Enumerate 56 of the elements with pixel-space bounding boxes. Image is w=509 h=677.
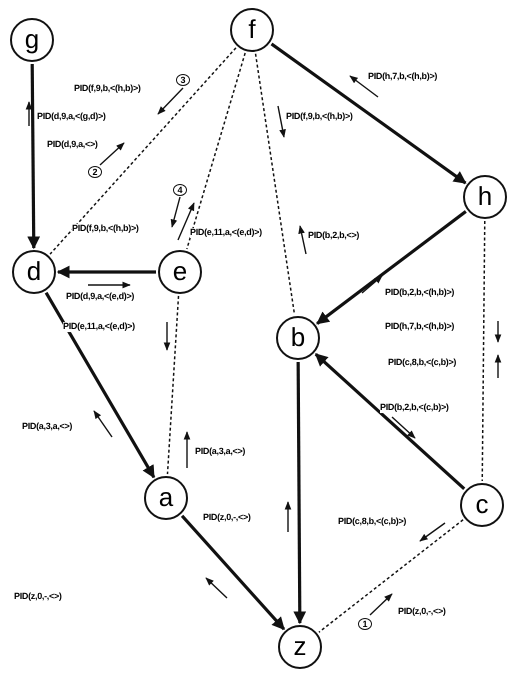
arrow bbox=[270, 42, 467, 184]
message-label: PID(b,2,b,<(c,b)>) bbox=[380, 403, 449, 413]
dashed-connector bbox=[50, 47, 236, 255]
message-label: PID(z,0,-,<>) bbox=[14, 592, 62, 602]
node-label: h bbox=[478, 182, 492, 208]
dashed-connector bbox=[186, 52, 246, 250]
message-label: PID(e,11,a,<(e,d)>) bbox=[63, 322, 135, 332]
node-label: e bbox=[172, 258, 188, 284]
message-label: PID(c,8,b,<(c,b)>) bbox=[338, 517, 406, 527]
dashed-connector bbox=[166, 296, 180, 474]
callout-number: 3 bbox=[176, 74, 190, 86]
message-label: PID(d,9,a,<>) bbox=[47, 140, 98, 150]
message-label: PID(f,9,b,<(h,b)>) bbox=[74, 84, 141, 94]
message-label: PID(z,0,-,<>) bbox=[203, 513, 251, 523]
message-label: PID(z,0,-,<>) bbox=[398, 607, 446, 617]
node-label: f bbox=[248, 16, 256, 42]
message-label: PID(f,9,b,<(h,b)>) bbox=[286, 112, 353, 122]
message-label: PID(d,9,a,<(e,d)>) bbox=[66, 292, 134, 302]
arrow bbox=[44, 292, 156, 478]
message-label: PID(e,11,a,<(e,d)>) bbox=[190, 228, 262, 238]
message-label: PID(b,2,b,<>) bbox=[308, 231, 360, 241]
arrow bbox=[27, 64, 40, 250]
state-circle bbox=[158, 250, 202, 294]
state-circle bbox=[276, 316, 320, 360]
dashed-connector bbox=[254, 54, 296, 314]
callout-number: 4 bbox=[173, 184, 187, 196]
arrow bbox=[293, 362, 306, 624]
message-label: PID(d,9,a,<(g,d)>) bbox=[37, 112, 106, 122]
node-label: c bbox=[476, 490, 488, 516]
node-label: d bbox=[26, 258, 42, 284]
callout-number: 1 bbox=[358, 618, 372, 630]
node-label: z bbox=[294, 632, 306, 658]
arrow bbox=[180, 514, 286, 630]
message-label: PID(b,2,b,<(h,b)>) bbox=[385, 288, 454, 298]
arrow bbox=[56, 266, 156, 278]
node-label: b bbox=[290, 324, 306, 350]
state-circle bbox=[460, 483, 504, 527]
message-label: PID(f,9,b,<(h,b)>) bbox=[72, 224, 139, 234]
state-circle bbox=[10, 18, 54, 62]
arrow bbox=[316, 210, 467, 325]
message-label: PID(h,7,b,<(h,b)>) bbox=[385, 322, 454, 332]
callout-number: 2 bbox=[88, 166, 102, 178]
state-circle bbox=[463, 175, 507, 219]
message-label: PID(a,3,a,<>) bbox=[195, 447, 246, 457]
state-circle bbox=[278, 625, 322, 669]
dashed-connector bbox=[481, 221, 486, 481]
message-label: PID(h,7,b,<(h,b)>) bbox=[368, 72, 438, 82]
node-label: g bbox=[24, 26, 40, 52]
node-label: a bbox=[158, 484, 174, 510]
state-circle bbox=[230, 8, 274, 52]
message-label: PID(a,3,a,<>) bbox=[22, 422, 72, 432]
state-circle bbox=[144, 476, 188, 520]
message-label: PID(c,8,b,<(c,b)>) bbox=[388, 358, 456, 368]
dashed-connector bbox=[318, 519, 464, 633]
arrow bbox=[314, 352, 466, 490]
state-circle bbox=[12, 250, 56, 294]
